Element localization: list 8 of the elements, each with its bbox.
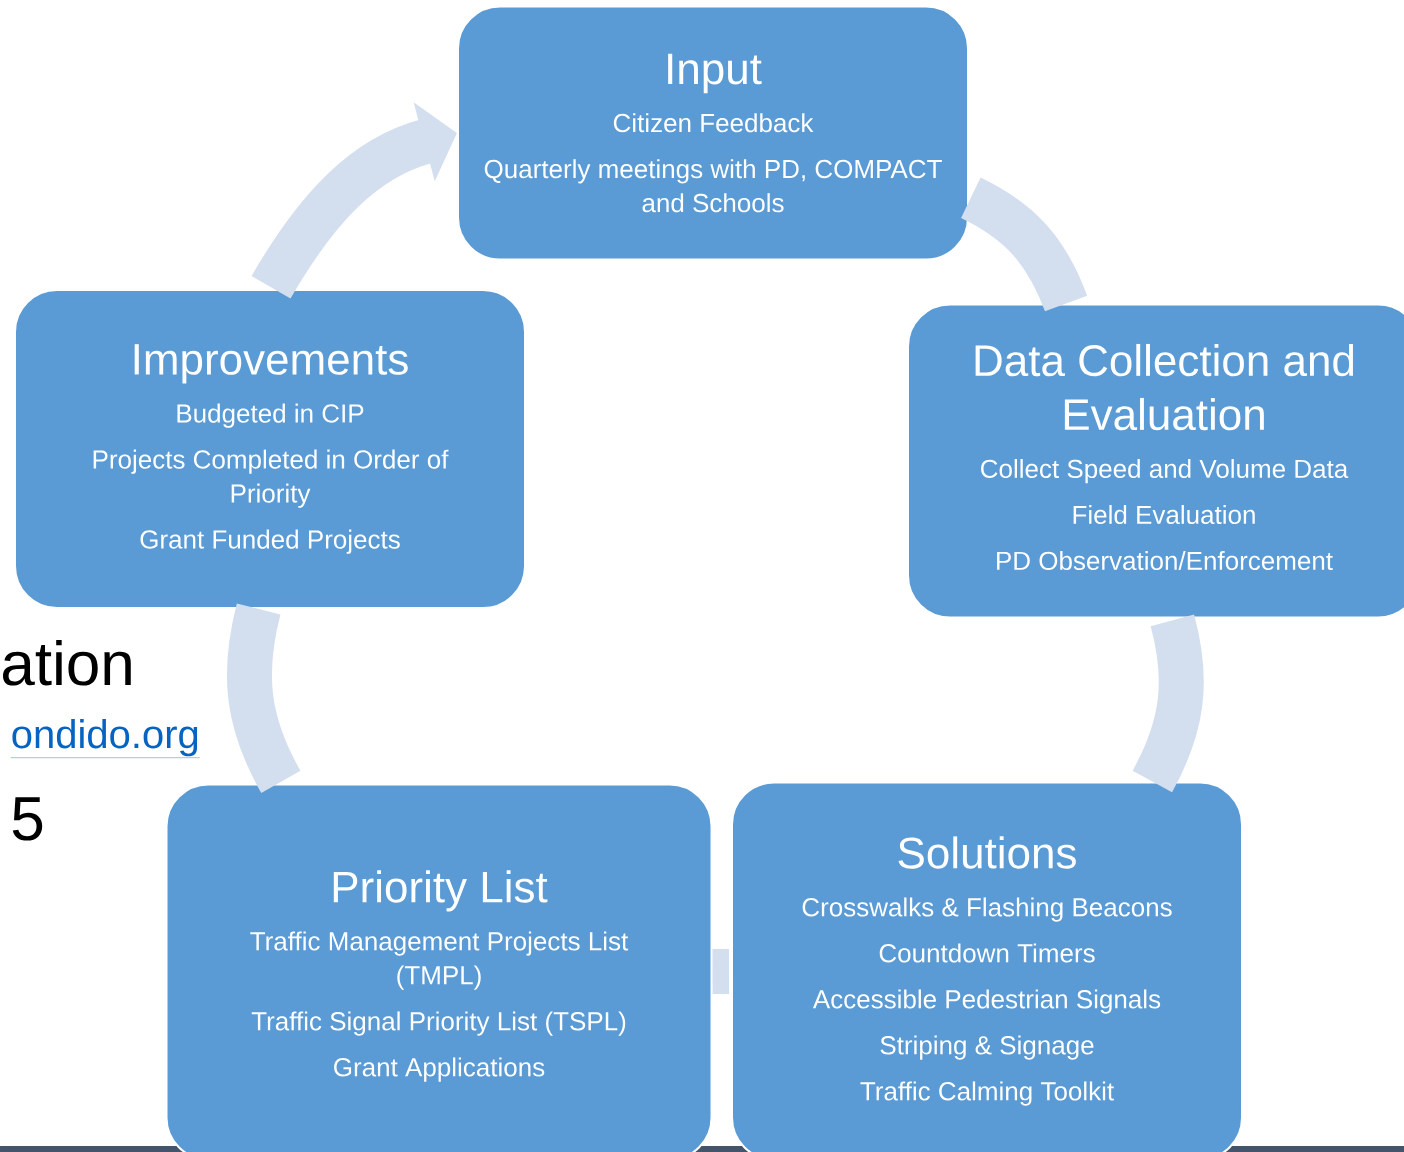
process-box: Input Citizen Feedback Quarterly meetings with PD, COMPACT and Schools — [457, 5, 969, 261]
process-box: Solutions Crosswalks & Flashing Beacons Countdown Timers Accessible Pedestrian Signals Striping & Signage Traffic Calming Toolkit — [731, 781, 1243, 1152]
process-box: Improvements Budgeted in CIP Projects Completed in Order of Priority Grant Funded Projects — [14, 289, 526, 609]
background-text: ation — [3, 640, 131, 686]
process-box: Data Collection and Evaluation Collect Speed and Volume Data Field Evaluation PD Observation/Enforcement — [907, 303, 1404, 619]
background-text: ondido.org — [10, 719, 200, 758]
background-text: 5 — [12, 797, 43, 841]
process-box: Priority List Traffic Management Projects List (TMPL) Traffic Signal Priority List (TSPL) Grant Applications — [165, 783, 713, 1152]
